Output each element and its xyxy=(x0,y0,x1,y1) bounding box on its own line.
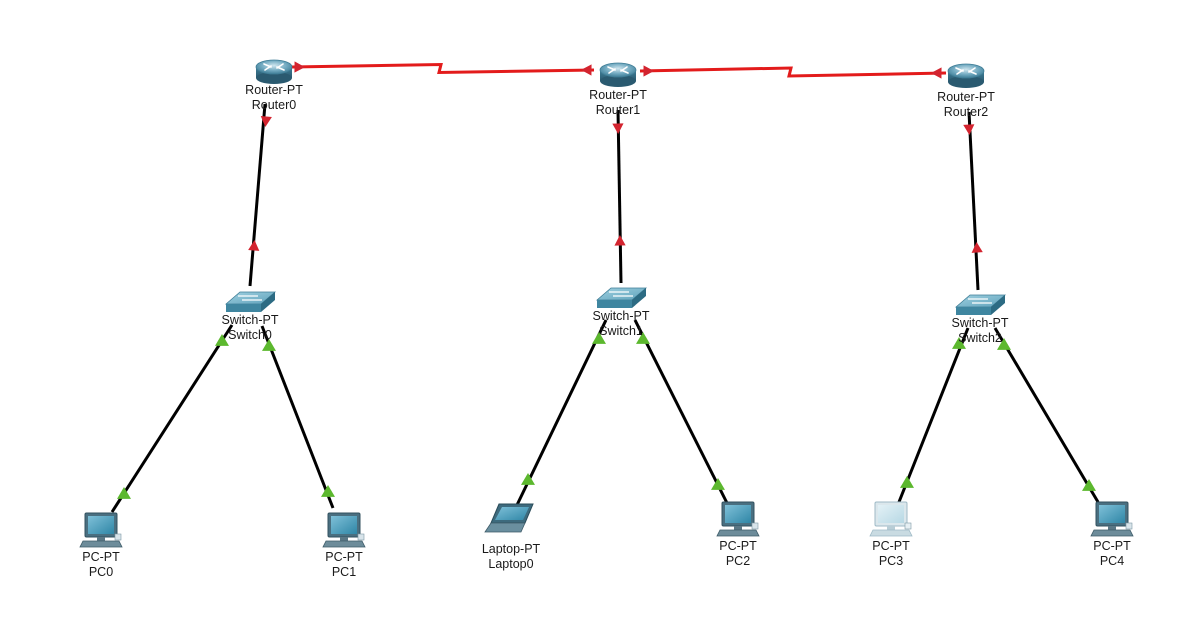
pc-icon xyxy=(716,501,760,537)
link-status-down-router1-switch1-to xyxy=(614,235,626,246)
device-name-label: Switch0 xyxy=(228,328,272,342)
link-status-up-switch2-pc4-from xyxy=(997,338,1011,350)
link-status-down-router1-router2-from xyxy=(643,65,654,77)
link-status-down-router2-switch2-to xyxy=(971,242,983,253)
link-status-up-switch1-laptop0-to xyxy=(521,473,535,485)
device-name-label: Switch2 xyxy=(958,331,1002,345)
device-name-label: Switch1 xyxy=(599,324,643,338)
link-router1-switch1[interactable] xyxy=(616,109,623,284)
link-status-up-switch1-pc2-from xyxy=(636,332,650,344)
device-name-label: PC1 xyxy=(332,565,356,579)
switch-icon xyxy=(954,294,1007,315)
link-status-up-switch2-pc3-to xyxy=(900,476,914,488)
device-name-label: PC4 xyxy=(1100,554,1124,568)
link-status-up-switch2-pc3-from xyxy=(952,337,966,349)
link-status-down-router1-router2-to xyxy=(931,67,942,79)
link-status-up-switch0-pc1-from xyxy=(262,339,276,351)
device-name-label: PC2 xyxy=(726,554,750,568)
link-status-down-router0-switch0-to xyxy=(248,240,260,251)
pc-icon xyxy=(79,512,123,548)
link-status-up-switch0-pc0-to xyxy=(117,487,131,499)
link-router0-switch0[interactable] xyxy=(248,103,267,287)
pc-icon xyxy=(869,501,913,537)
link-switch1-laptop0[interactable] xyxy=(515,319,608,506)
device-name-label: PC0 xyxy=(89,565,113,579)
link-switch1-pc2[interactable] xyxy=(633,319,729,504)
devices-layer: Router-PTRouter0Router-PTRouter1Router-P… xyxy=(79,59,1134,579)
device-type-label: Router-PT xyxy=(245,83,303,97)
link-status-down-router0-router1-from xyxy=(294,61,305,73)
link-router1-router2[interactable] xyxy=(639,66,947,78)
device-type-label: PC-PT xyxy=(82,550,120,564)
link-status-down-router2-switch2-from xyxy=(963,124,975,135)
links-layer xyxy=(110,62,1100,513)
link-status-down-router0-switch0-from xyxy=(260,115,272,127)
device-type-label: PC-PT xyxy=(325,550,363,564)
laptop-icon xyxy=(484,503,534,533)
router-icon xyxy=(255,59,293,84)
link-status-down-router1-switch1-from xyxy=(612,123,624,134)
link-switch0-pc1[interactable] xyxy=(260,325,335,509)
device-name-label: Laptop0 xyxy=(488,557,533,571)
switch-icon xyxy=(595,287,648,308)
device-type-label: Router-PT xyxy=(589,88,647,102)
device-name-label: Router1 xyxy=(596,103,641,117)
device-name-label: Router2 xyxy=(944,105,989,119)
device-type-label: Router-PT xyxy=(937,90,995,104)
link-status-up-switch2-pc4-to xyxy=(1082,479,1096,491)
link-status-up-switch1-pc2-to xyxy=(711,478,725,490)
link-status-down-router0-router1-to xyxy=(581,64,592,76)
router-icon xyxy=(599,62,637,87)
device-type-label: Laptop-PT xyxy=(482,542,541,556)
pc-icon xyxy=(1090,501,1134,537)
link-switch2-pc3[interactable] xyxy=(897,327,970,503)
device-name-label: PC3 xyxy=(879,554,903,568)
device-name-label: Router0 xyxy=(252,98,297,112)
device-type-label: PC-PT xyxy=(872,539,910,553)
device-type-label: PC-PT xyxy=(1093,539,1131,553)
router-icon xyxy=(947,63,985,88)
device-type-label: Switch-PT xyxy=(222,313,279,327)
device-type-label: Switch-PT xyxy=(952,316,1009,330)
link-status-up-switch0-pc1-to xyxy=(321,485,335,497)
link-switch0-pc0[interactable] xyxy=(110,324,234,513)
pc-icon xyxy=(322,512,366,548)
link-router2-switch2[interactable] xyxy=(967,111,980,291)
link-router0-router1[interactable] xyxy=(291,62,595,75)
device-type-label: Switch-PT xyxy=(593,309,650,323)
link-status-up-switch0-pc0-from xyxy=(215,334,229,346)
switch-icon xyxy=(224,291,277,312)
link-switch2-pc4[interactable] xyxy=(993,327,1100,503)
link-status-layer xyxy=(117,61,1096,499)
link-status-up-switch1-laptop0-from xyxy=(592,332,606,344)
device-type-label: PC-PT xyxy=(719,539,757,553)
